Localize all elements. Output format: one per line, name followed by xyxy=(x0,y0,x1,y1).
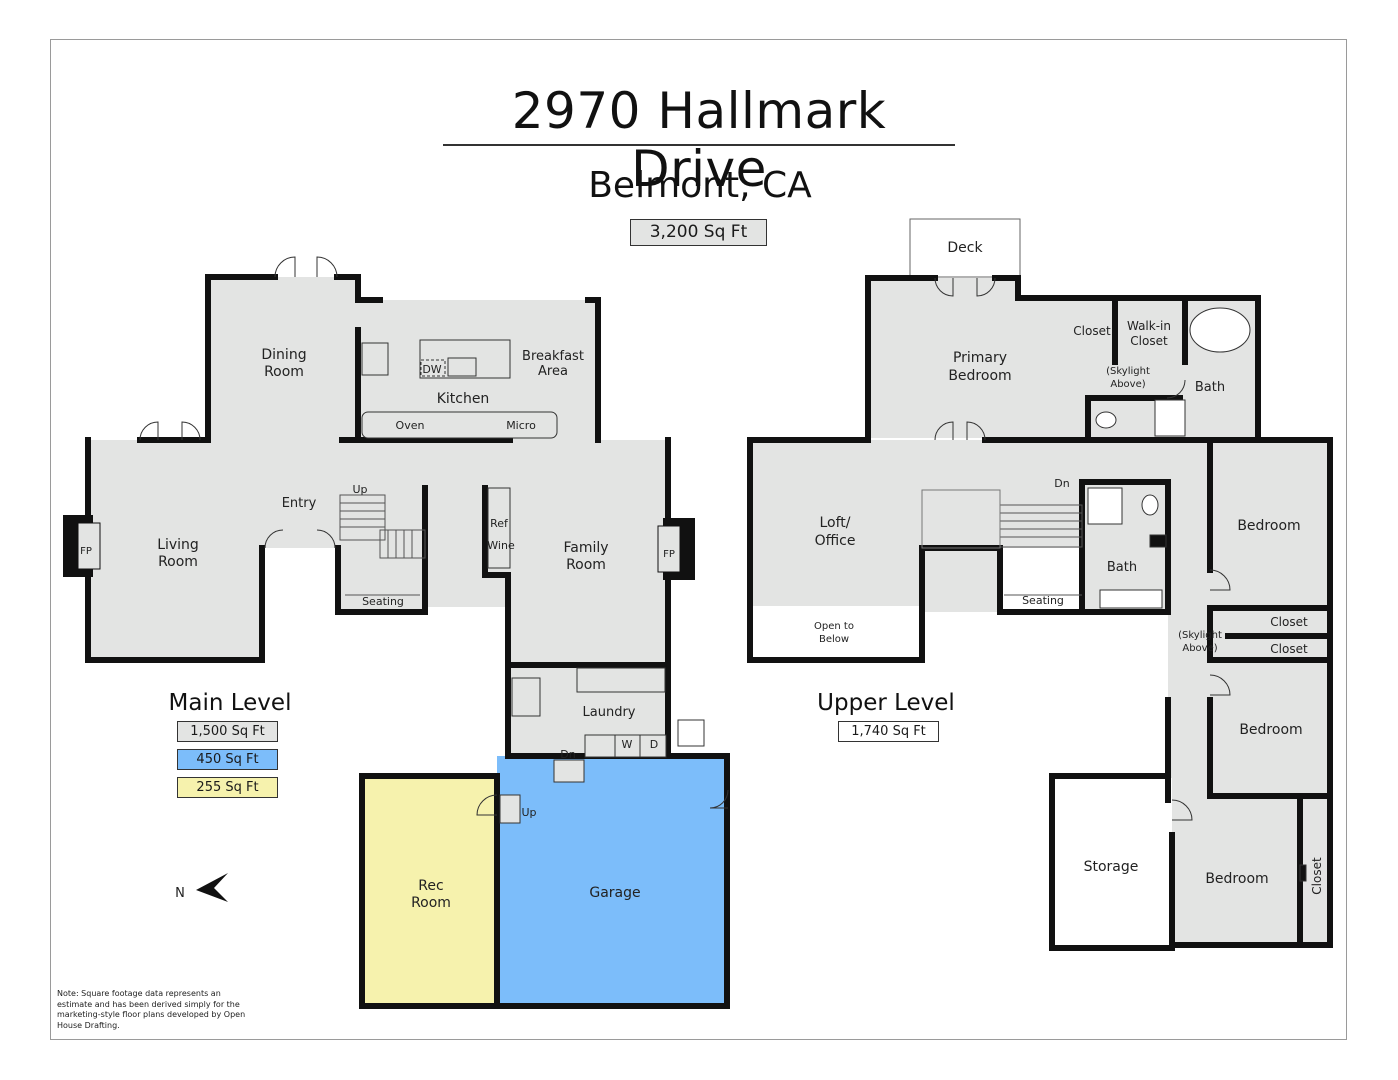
main-stairs xyxy=(339,494,426,596)
upper-level-walls xyxy=(747,275,1333,951)
svg-text:Up: Up xyxy=(352,483,367,496)
svg-text:DW: DW xyxy=(422,363,441,376)
hall-bath-label: Bath xyxy=(1107,560,1137,575)
svg-text:Ref: Ref xyxy=(490,517,509,530)
svg-text:Seating: Seating xyxy=(362,595,404,608)
svg-text:Closet: Closet xyxy=(1130,334,1168,348)
rec-room-floor xyxy=(362,776,497,1006)
upper-level-title: Upper Level xyxy=(817,690,955,716)
footnote: Note: Square footage data represents an … xyxy=(57,989,246,1030)
garage-area-badge: 450 Sq Ft xyxy=(177,749,278,770)
svg-text:W: W xyxy=(622,738,633,751)
compass-label: N xyxy=(175,886,185,901)
svg-text:Oven: Oven xyxy=(396,419,425,432)
svg-text:Below: Below xyxy=(819,634,849,645)
garage-floor xyxy=(497,756,727,1006)
svg-text:Room: Room xyxy=(158,554,198,570)
upper-stairs xyxy=(921,489,1083,596)
dining-room-label: Dining xyxy=(261,347,306,363)
svg-text:Area: Area xyxy=(538,364,568,379)
primary-bedroom-label: Primary xyxy=(953,350,1007,366)
garage-label: Garage xyxy=(589,885,640,901)
storage-label: Storage xyxy=(1084,859,1139,875)
breakfast-area-label: Breakfast xyxy=(522,349,584,364)
title-underline xyxy=(443,144,955,146)
main-doors xyxy=(139,256,729,816)
upper-level-floor xyxy=(748,278,1330,946)
svg-text:Room: Room xyxy=(566,557,606,573)
svg-text:Room: Room xyxy=(411,895,451,911)
total-area-badge: 3,200 Sq Ft xyxy=(630,219,767,246)
property-address-title: 2970 Hallmark Drive xyxy=(511,82,887,198)
loft-office-label: Loft/ xyxy=(819,515,850,531)
bedroom-2-label: Bedroom xyxy=(1237,518,1300,534)
svg-text:(Skylight: (Skylight xyxy=(1106,366,1150,377)
main-level-title: Main Level xyxy=(168,690,292,716)
svg-text:D: D xyxy=(650,738,658,751)
upper-doors xyxy=(934,277,1231,821)
deck xyxy=(909,218,1021,278)
laundry-fixtures xyxy=(499,667,705,824)
upper-area-badge: 1,740 Sq Ft xyxy=(838,721,939,742)
svg-text:Closet: Closet xyxy=(1270,642,1308,656)
rec-room-label: Rec xyxy=(418,878,443,894)
svg-text:Micro: Micro xyxy=(506,419,536,432)
family-room-label: Family xyxy=(563,540,608,556)
svg-text:Office: Office xyxy=(815,533,856,549)
rec-area-badge: 255 Sq Ft xyxy=(177,777,278,798)
bedroom-4-label: Bedroom xyxy=(1205,871,1268,887)
primary-bath-label: Bath xyxy=(1195,380,1225,395)
svg-text:Bedroom: Bedroom xyxy=(948,368,1011,384)
svg-text:Closet: Closet xyxy=(1270,615,1308,629)
svg-text:Room: Room xyxy=(264,364,304,380)
main-area-badge: 1,500 Sq Ft xyxy=(177,721,278,742)
property-city: Belmont, CA xyxy=(588,165,812,206)
plan-frame xyxy=(50,39,1347,1040)
svg-text:FP: FP xyxy=(663,549,675,560)
svg-text:Wine: Wine xyxy=(487,539,515,552)
entry-label: Entry xyxy=(282,496,317,511)
svg-text:Dn: Dn xyxy=(560,748,575,761)
svg-text:(Skylight: (Skylight xyxy=(1178,630,1222,641)
svg-text:Above): Above) xyxy=(1110,379,1145,390)
svg-text:Seating: Seating xyxy=(1022,594,1064,607)
svg-text:Open to: Open to xyxy=(814,621,854,632)
walk-in-closet-label: Walk-in xyxy=(1127,319,1171,333)
deck-label: Deck xyxy=(947,240,983,256)
upper-fixtures xyxy=(1087,307,1307,882)
kitchen-fixtures xyxy=(361,339,558,569)
svg-text:Closet: Closet xyxy=(1310,857,1324,895)
room-labels: Dining Room Kitchen Breakfast Area Livin… xyxy=(80,240,1324,911)
bedroom-3-label: Bedroom xyxy=(1239,722,1302,738)
svg-text:Up: Up xyxy=(521,806,536,819)
svg-text:Above): Above) xyxy=(1182,643,1217,654)
laundry-label: Laundry xyxy=(583,705,636,720)
svg-text:FP: FP xyxy=(80,546,92,557)
kitchen-label: Kitchen xyxy=(437,391,490,407)
living-room-label: Living xyxy=(157,537,199,553)
svg-text:Dn: Dn xyxy=(1054,477,1069,490)
north-arrow-icon xyxy=(196,873,228,902)
svg-text:Closet: Closet xyxy=(1073,324,1111,338)
